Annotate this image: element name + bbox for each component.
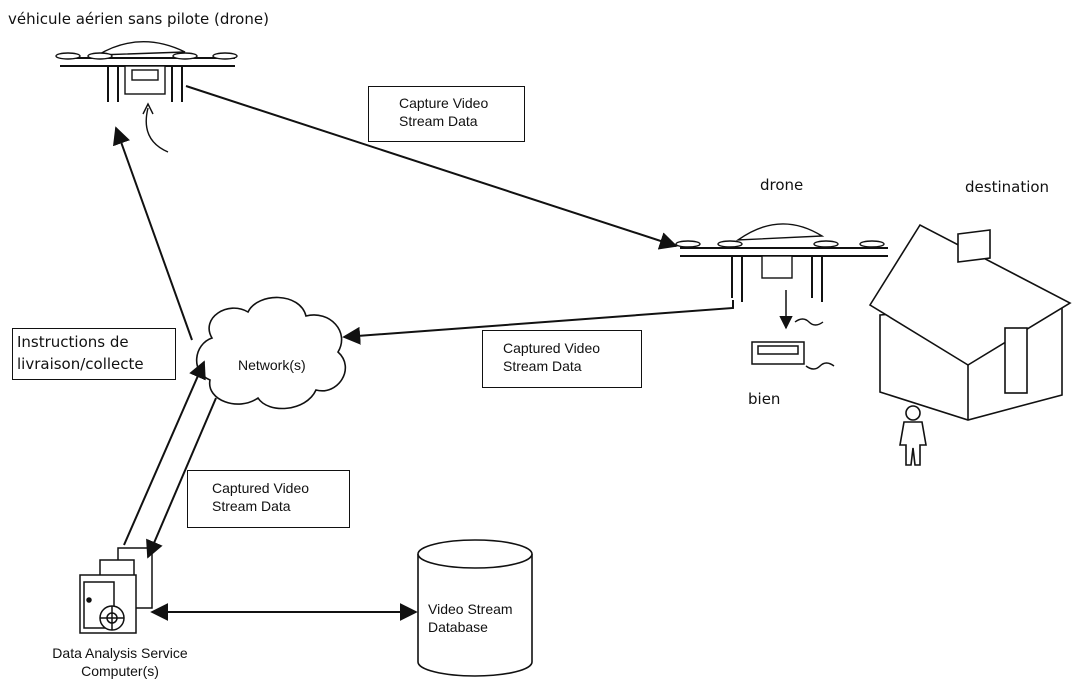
database-label: Video Stream Database (428, 600, 513, 636)
computer-label: Data Analysis Service Computer(s) (40, 644, 200, 680)
capture-box: Capture Video Stream Data (368, 86, 525, 142)
database-icon (417, 539, 533, 677)
captured-right-line1: Captured Video (503, 340, 601, 356)
instructions-line2: livraison/collecte (17, 355, 144, 373)
house-icon (868, 223, 1072, 421)
arrow-capture (185, 85, 678, 250)
instructions-box: Instructions de livraison/collecte (12, 328, 176, 380)
database-line1: Video Stream (428, 601, 513, 617)
goods-label: bien (748, 390, 781, 408)
person-icon (899, 405, 927, 466)
package-icon (751, 341, 835, 370)
drone-label: drone (760, 176, 804, 194)
arrow-instructions (112, 126, 193, 341)
capture-line1: Capture Video (399, 95, 489, 111)
captured-left-line2: Stream Data (212, 498, 291, 514)
top-drone-label: véhicule aérien sans pilote (drone) (8, 10, 269, 28)
arrows (112, 85, 734, 621)
captured-box-left: Captured Video Stream Data (187, 470, 350, 528)
top-drone-icon (55, 41, 238, 153)
computer-line2: Computer(s) (81, 663, 159, 679)
right-drone-icon (675, 223, 888, 330)
computer-icon (79, 547, 153, 634)
cloud-icon (195, 296, 346, 410)
arrow-network-to-computer (146, 397, 217, 559)
captured-box-right: Captured Video Stream Data (482, 330, 642, 388)
database-line2: Database (428, 619, 488, 635)
arrow-computer-to-network (123, 360, 206, 546)
destination-label: destination (965, 178, 1050, 196)
captured-left-line1: Captured Video (212, 480, 310, 496)
instructions-line1: Instructions de (17, 333, 129, 351)
arrow-captured-to-network (342, 300, 734, 345)
network-label: Network(s) (238, 357, 306, 373)
computer-line1: Data Analysis Service (52, 645, 188, 661)
capture-line2: Stream Data (399, 113, 478, 129)
captured-right-line2: Stream Data (503, 358, 582, 374)
